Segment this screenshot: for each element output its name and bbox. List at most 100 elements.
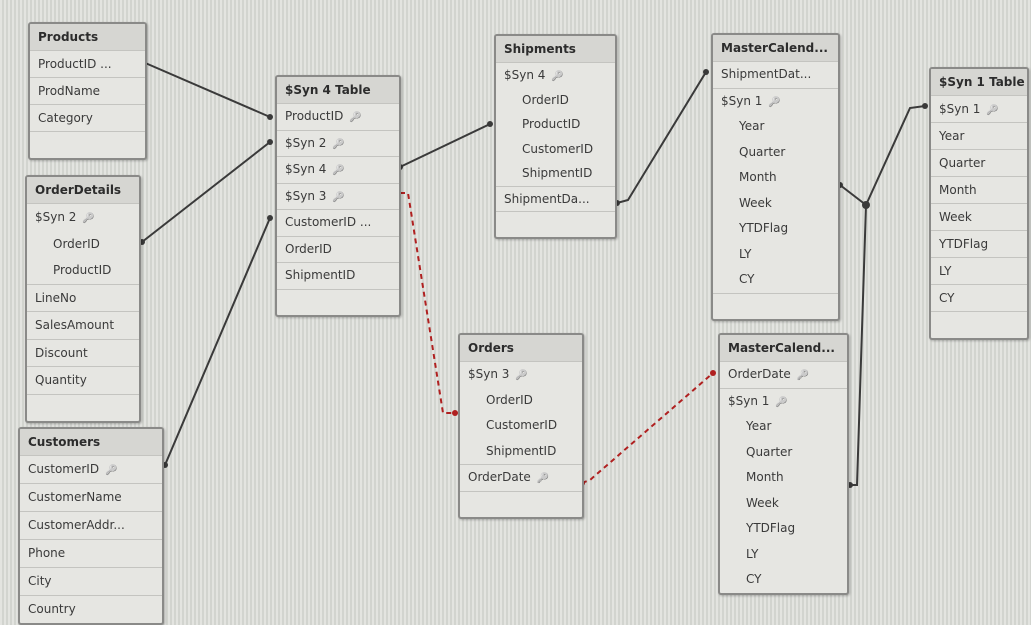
field-row[interactable]: ShipmentID — [496, 161, 615, 186]
field-row[interactable]: Week — [720, 491, 847, 517]
key-icon: 🔑 — [796, 370, 810, 381]
field-row[interactable] — [713, 292, 838, 320]
field-name: YTDFlag — [746, 521, 796, 535]
field-row[interactable]: $Syn 4🔑 — [277, 156, 399, 183]
table-title[interactable]: OrderDetails — [27, 177, 139, 203]
field-row[interactable]: LY — [931, 257, 1027, 284]
field-name: $Syn 1 — [939, 102, 981, 116]
field-row[interactable]: LY — [713, 242, 838, 268]
field-name: $Syn 3 — [468, 367, 510, 381]
field-row[interactable]: Country — [20, 595, 162, 623]
field-row[interactable]: OrderID — [27, 231, 139, 258]
table-title[interactable]: Shipments — [496, 36, 615, 62]
field-name: Category — [38, 111, 93, 125]
table-title[interactable]: Customers — [20, 429, 162, 455]
field-row[interactable]: ProductID ... — [30, 50, 145, 77]
field-row[interactable] — [30, 131, 145, 158]
field-row[interactable] — [931, 311, 1027, 338]
field-row[interactable]: LineNo — [27, 283, 139, 312]
field-row[interactable]: Week — [713, 191, 838, 217]
field-row[interactable]: YTDFlag — [931, 230, 1027, 257]
field-row[interactable]: Year — [931, 122, 1027, 149]
field-row[interactable]: ProductID — [496, 112, 615, 137]
field-row[interactable]: Phone — [20, 539, 162, 567]
field-row[interactable]: Month — [720, 465, 847, 491]
field-row[interactable]: Category — [30, 104, 145, 131]
field-row[interactable]: $Syn 3🔑 — [277, 182, 399, 210]
table-title[interactable]: $Syn 1 Table — [931, 69, 1027, 95]
field-row[interactable]: CY — [720, 567, 847, 593]
field-row[interactable]: $Syn 3🔑 — [460, 361, 582, 388]
field-row[interactable]: City — [20, 567, 162, 595]
table-title[interactable]: Products — [30, 24, 145, 50]
field-row[interactable]: YTDFlag — [720, 516, 847, 542]
field-row[interactable]: Quarter — [720, 440, 847, 466]
field-row[interactable]: OrderID — [496, 88, 615, 113]
field-name: CustomerID — [522, 141, 594, 156]
field-row[interactable]: $Syn 2🔑 — [277, 129, 399, 157]
field-row[interactable]: ShipmentDat... — [713, 61, 838, 88]
field-row[interactable]: CustomerID ... — [277, 209, 399, 236]
field-row[interactable]: CY — [931, 284, 1027, 311]
field-row[interactable] — [496, 211, 615, 237]
table-title[interactable]: MasterCalend... — [720, 335, 847, 361]
field-row[interactable]: $Syn 2🔑 — [27, 203, 139, 231]
field-row[interactable]: CY — [713, 267, 838, 293]
field-row[interactable]: Quantity — [27, 366, 139, 394]
field-row[interactable]: CustomerID — [496, 137, 615, 162]
field-row[interactable]: ShipmentDa... — [496, 185, 615, 212]
link-syn4-shipments — [399, 123, 491, 168]
field-row[interactable]: Quarter — [713, 140, 838, 166]
field-row[interactable]: OrderDate🔑 — [460, 464, 582, 491]
field-row[interactable]: OrderDate🔑 — [720, 361, 847, 388]
field-row[interactable]: OrderID — [460, 388, 582, 414]
field-row[interactable] — [277, 288, 399, 316]
key-icon: 🔑 — [551, 71, 564, 82]
field-name: Week — [746, 495, 779, 510]
field-row[interactable]: Year — [720, 414, 847, 440]
field-name: CustomerID — [486, 418, 558, 432]
table-title[interactable]: MasterCalend... — [713, 35, 838, 61]
field-row[interactable] — [27, 393, 139, 422]
field-row[interactable]: $Syn 1🔑 — [931, 95, 1027, 122]
field-row[interactable]: OrderID — [277, 235, 399, 263]
field-row[interactable]: CustomerAddr... — [20, 511, 162, 539]
field-row[interactable]: ProductID — [27, 257, 139, 284]
table-title[interactable]: $Syn 4 Table — [277, 77, 399, 103]
field-row[interactable]: $Syn 4🔑 — [496, 62, 615, 88]
field-row[interactable] — [460, 490, 582, 518]
field-row[interactable]: CustomerID — [460, 413, 582, 439]
field-row[interactable]: Discount — [27, 338, 139, 367]
field-row[interactable]: CustomerName — [20, 483, 162, 511]
field-row[interactable]: ProdName — [30, 77, 145, 104]
field-row[interactable]: Month — [931, 176, 1027, 203]
field-row[interactable]: ProductID🔑 — [277, 103, 399, 130]
field-name: ShipmentDa... — [504, 191, 590, 206]
field-row[interactable]: LY — [720, 542, 847, 568]
table-orders[interactable]: Orders$Syn 3🔑OrderID CustomerID ShipmentID… — [458, 333, 584, 519]
field-row[interactable]: Week — [931, 203, 1027, 230]
field-name: $Syn 3 — [285, 188, 327, 203]
field-name: $Syn 1 — [721, 93, 763, 108]
field-row[interactable]: Year — [713, 114, 838, 140]
field-row[interactable]: $Syn 1🔑 — [713, 87, 838, 115]
field-row[interactable]: YTDFlag — [713, 216, 838, 242]
field-name: CustomerID — [28, 462, 100, 476]
field-row[interactable]: ShipmentID — [460, 439, 582, 465]
field-row[interactable]: $Syn 1🔑 — [720, 387, 847, 415]
field-row[interactable]: ShipmentID — [277, 262, 399, 289]
field-row[interactable]: Month — [713, 165, 838, 191]
table-mastercal1[interactable]: MasterCalend...ShipmentDat...$Syn 1🔑Year… — [711, 33, 840, 321]
field-row[interactable]: CustomerID🔑 — [20, 455, 162, 483]
field-name: $Syn 2 — [285, 135, 327, 150]
field-row[interactable]: SalesAmount — [27, 311, 139, 339]
field-row[interactable]: Quarter — [931, 149, 1027, 176]
table-title[interactable]: Orders — [460, 335, 582, 361]
